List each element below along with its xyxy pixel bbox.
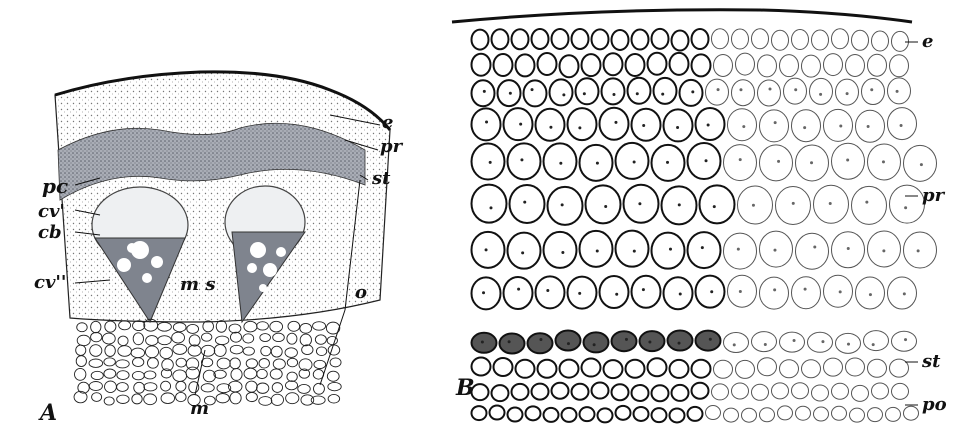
label-b-po: po xyxy=(922,394,947,415)
label-a-e: e xyxy=(382,112,393,133)
panel-label-b: B xyxy=(455,375,475,401)
label-a-cv2: cv'' xyxy=(34,272,66,293)
label-a-pc: pc xyxy=(42,174,68,198)
panel-a-pith xyxy=(74,319,341,405)
label-b-st: st xyxy=(921,351,941,372)
label-a-ms: m s xyxy=(180,274,215,295)
label-b-e: e xyxy=(922,31,933,52)
panel-b: e pr st po B xyxy=(452,10,947,423)
label-b-pr: pr xyxy=(922,185,946,206)
panel-b-cells xyxy=(472,29,937,423)
panel-b-epidermis xyxy=(452,10,912,22)
panel-label-a: A xyxy=(38,400,57,426)
label-a-pr: pr xyxy=(380,136,404,157)
panel-a: e pr st pc cv' cb cv'' m s o m A xyxy=(34,72,404,426)
panel-a-cortex xyxy=(55,72,390,322)
label-a-st: st xyxy=(371,168,391,189)
label-a-m: m xyxy=(190,398,209,419)
label-a-cv1: cv' xyxy=(38,201,65,222)
label-a-o: o xyxy=(355,282,367,303)
label-a-cb: cb xyxy=(38,222,62,243)
